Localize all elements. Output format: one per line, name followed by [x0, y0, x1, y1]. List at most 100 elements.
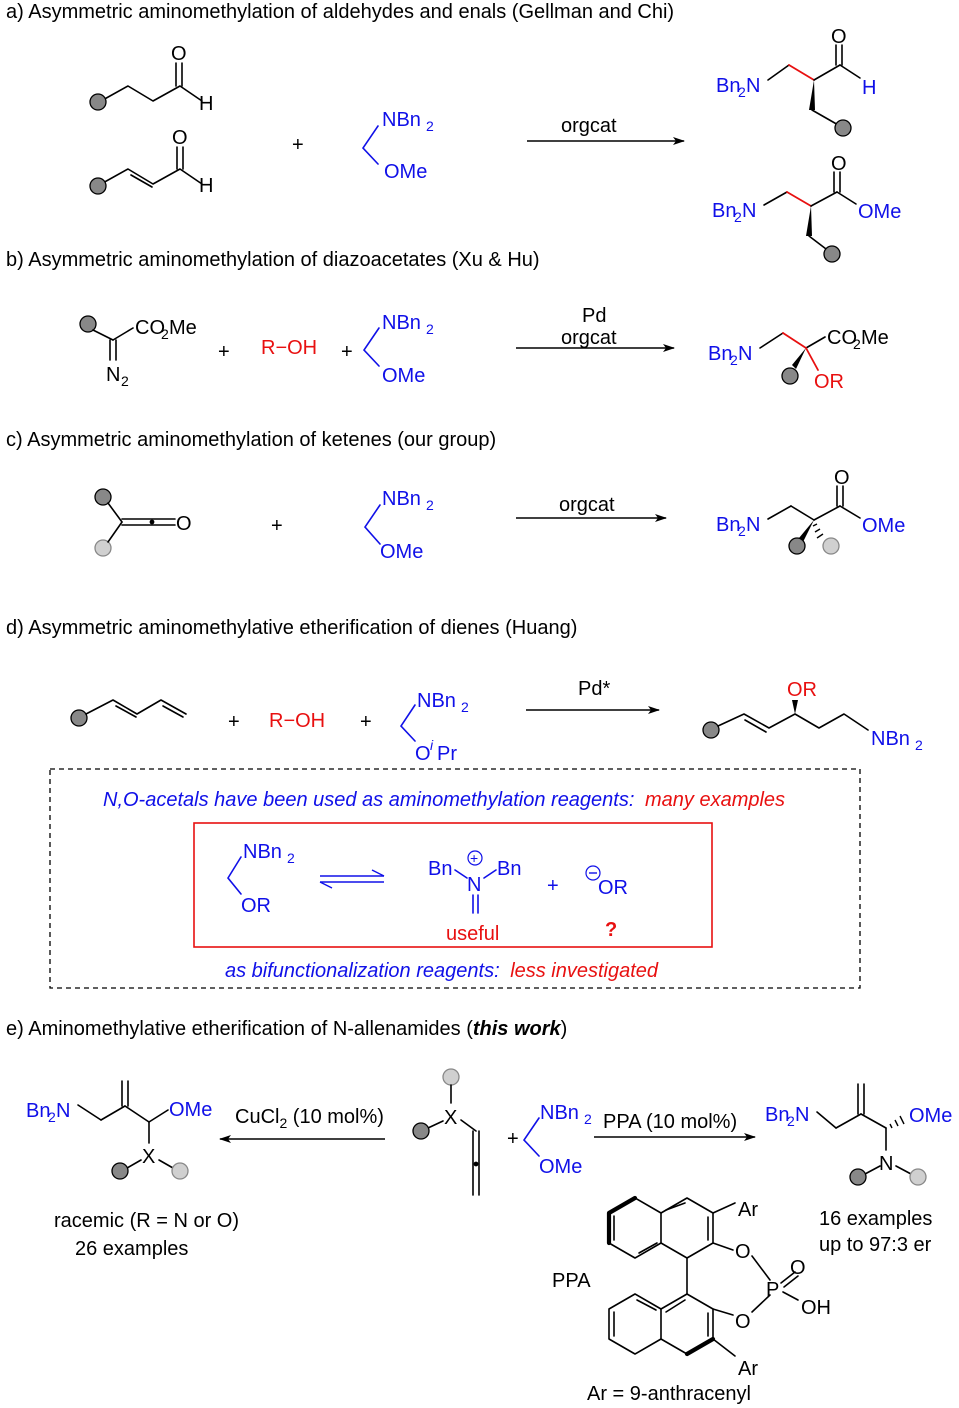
section-d-title: d) Asymmetric aminomethylative etherific…: [6, 617, 577, 639]
svg-text:Me: Me: [169, 317, 197, 339]
svg-text:Ar: Ar: [738, 1199, 758, 1221]
svg-text:Bn: Bn: [712, 200, 736, 222]
svg-text:N: N: [746, 75, 760, 97]
svg-text:N: N: [738, 343, 752, 365]
svg-text:NBn: NBn: [540, 1102, 579, 1124]
left-conditions: CuCl2 (10 mol%): [235, 1106, 384, 1131]
svg-text:+: +: [547, 875, 559, 897]
alcohol-reagent-b: R−OH: [261, 337, 317, 359]
svg-text:P: P: [766, 1279, 779, 1301]
svg-text:?: ?: [605, 919, 617, 941]
svg-text:2: 2: [161, 326, 169, 342]
nobn-reagent-a: NBn 2 OMe: [361, 109, 434, 183]
examples-right-1: 16 examples: [819, 1208, 932, 1230]
svg-text:+: +: [292, 134, 304, 156]
svg-text:2: 2: [730, 352, 738, 368]
allenamide-molecule: X: [412, 1068, 480, 1196]
svg-text:O: O: [735, 1311, 751, 1333]
arrow-label-b-bottom: orgcat: [561, 327, 617, 349]
svg-text:2: 2: [426, 497, 434, 513]
svg-text:2: 2: [48, 1109, 56, 1125]
svg-text:2: 2: [426, 118, 434, 134]
svg-text:H: H: [862, 77, 876, 99]
svg-text:+: +: [360, 711, 372, 733]
svg-text:N: N: [795, 1104, 809, 1126]
svg-text:NBn: NBn: [382, 488, 421, 510]
svg-text:Bn: Bn: [428, 858, 452, 880]
equilibrium-box: [193, 822, 713, 948]
ketene-molecule: O: [94, 488, 192, 557]
svg-text:useful: useful: [446, 923, 499, 945]
svg-text:OH: OH: [801, 1297, 831, 1319]
svg-text:2: 2: [787, 1113, 795, 1129]
svg-text:O: O: [790, 1257, 806, 1279]
svg-text:2: 2: [738, 523, 746, 539]
product-c: Bn 2 N O OMe: [716, 467, 905, 555]
svg-text:N: N: [746, 514, 760, 536]
svg-text:i: i: [430, 737, 434, 753]
svg-text:O: O: [176, 513, 192, 535]
diene-molecule: [70, 699, 187, 727]
svg-text:+: +: [341, 341, 353, 363]
svg-text:NBn: NBn: [243, 841, 282, 863]
svg-text:OMe: OMe: [382, 365, 425, 387]
svg-text:H: H: [199, 93, 213, 115]
svg-text:OMe: OMe: [539, 1156, 582, 1178]
svg-text:N: N: [106, 364, 120, 386]
svg-text:2: 2: [584, 1111, 592, 1127]
svg-text:OR: OR: [598, 877, 628, 899]
section-a-title: a) Asymmetric aminomethylation of aldehy…: [6, 1, 674, 23]
svg-text:Bn: Bn: [716, 75, 740, 97]
svg-text:O: O: [735, 1241, 751, 1263]
ar-definition: Ar = 9-anthracenyl: [587, 1383, 751, 1405]
enal-molecule: O H: [89, 127, 213, 197]
svg-text:+: +: [271, 515, 283, 537]
noipr-reagent-d: NBn 2 O i Pr: [399, 690, 469, 765]
box-line-1: N,O-acetals have been used as aminomethy…: [103, 789, 785, 811]
svg-text:OMe: OMe: [169, 1099, 212, 1121]
racemic-label: racemic (R = N or O): [54, 1210, 239, 1232]
section-c-title: c) Asymmetric aminomethylation of ketene…: [6, 429, 496, 451]
svg-text:O: O: [415, 743, 431, 765]
svg-text:+: +: [507, 1128, 519, 1150]
equilibrium-arrows: [319, 869, 385, 889]
svg-text:NBn: NBn: [382, 109, 421, 131]
svg-text:OMe: OMe: [380, 541, 423, 563]
svg-text:OMe: OMe: [909, 1105, 952, 1127]
svg-text:OR: OR: [241, 895, 271, 917]
diazoacetate-molecule: CO 2 Me N 2: [79, 315, 197, 389]
examples-right-2: up to 97:3 er: [819, 1234, 932, 1256]
nobn-reagent-b: NBn 2 OMe: [362, 312, 434, 387]
arrow-label-d: Pd*: [578, 678, 610, 700]
product-b: Bn 2 N CO 2 Me OR: [708, 327, 889, 393]
svg-text:2: 2: [738, 84, 746, 100]
section-e-title: e) Aminomethylative etherification of N-…: [6, 1018, 567, 1040]
nobn-reagent-e: NBn 2 OMe: [522, 1102, 592, 1178]
svg-text:N: N: [467, 874, 481, 896]
svg-text:Bn: Bn: [708, 343, 732, 365]
product-ester: Bn 2 N O OMe: [712, 153, 901, 263]
svg-text:2: 2: [734, 209, 742, 225]
chiral-product: Bn 2 N OMe N: [765, 1083, 952, 1186]
svg-text:H: H: [199, 175, 213, 197]
arrow-label-c: orgcat: [559, 494, 615, 516]
svg-text:O: O: [172, 127, 188, 149]
svg-text:O: O: [834, 467, 850, 489]
svg-text:CO: CO: [135, 317, 165, 339]
svg-text:N: N: [879, 1153, 893, 1175]
svg-text:NBn: NBn: [417, 690, 456, 712]
svg-text:+: +: [228, 711, 240, 733]
arrow-label-b-top: Pd: [582, 305, 606, 327]
alcohol-reagent-d: R−OH: [269, 710, 325, 732]
svg-text:O: O: [831, 26, 847, 48]
svg-text:CO: CO: [827, 327, 857, 349]
svg-text:O: O: [831, 153, 847, 175]
svg-text:2: 2: [915, 737, 923, 753]
section-b-title: b) Asymmetric aminomethylation of diazoa…: [6, 249, 540, 271]
racemic-product: Bn 2 N OMe X: [26, 1080, 212, 1180]
svg-text:N: N: [56, 1100, 70, 1122]
svg-text:2: 2: [121, 373, 129, 389]
svg-text:2: 2: [426, 321, 434, 337]
svg-text:X: X: [444, 1107, 457, 1129]
